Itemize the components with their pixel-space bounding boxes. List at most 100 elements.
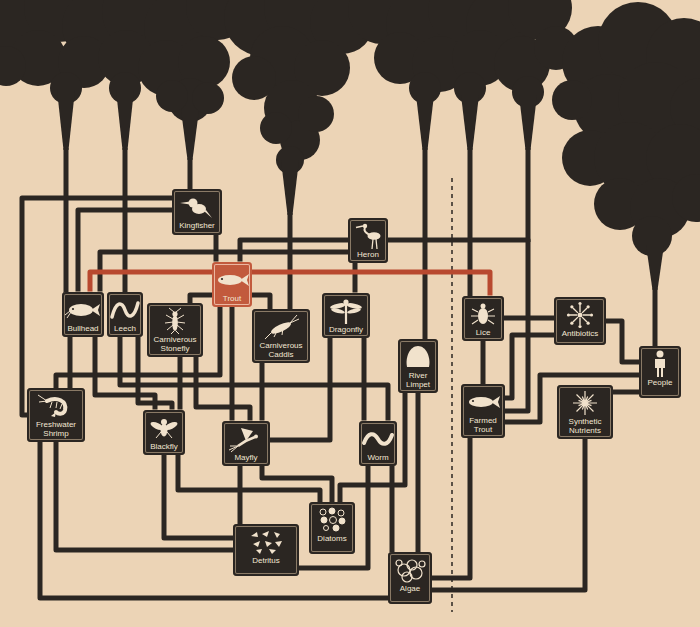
food-link — [56, 442, 233, 550]
food-web-box: Detritus — [233, 524, 299, 576]
food-web-box: People — [639, 346, 681, 398]
species-icon — [326, 297, 366, 325]
species-icon — [177, 193, 217, 221]
icon-shape — [251, 531, 282, 554]
icon-shape — [265, 315, 299, 339]
species-icon — [463, 388, 503, 416]
tree-canopy — [156, 80, 188, 112]
food-web-box: Mayfly — [222, 421, 270, 466]
icon-group — [407, 346, 430, 367]
species-icon — [212, 266, 252, 294]
icon-group — [218, 274, 249, 286]
icon-shape — [51, 412, 56, 417]
species-label: River Limpet — [398, 371, 438, 389]
food-web-box: Synthetic Nutrients — [557, 385, 613, 439]
icon-shape — [321, 517, 327, 523]
tree-canopy — [672, 174, 700, 222]
food-web-box: Worm — [359, 421, 397, 466]
tree-trunk — [57, 90, 75, 150]
icon-shape — [320, 509, 326, 515]
tree-trunk — [461, 95, 479, 150]
icon-group — [149, 419, 178, 438]
tree-root-line — [288, 213, 293, 314]
species-label: Synthetic Nutrients — [557, 417, 613, 435]
icon-group — [251, 531, 282, 554]
food-link — [481, 341, 486, 385]
species-label: Antibiotics — [554, 329, 606, 338]
icon-shape — [172, 315, 178, 331]
food-link — [390, 466, 395, 553]
food-link — [190, 295, 212, 303]
icon-shape — [338, 510, 344, 516]
icon-shape — [570, 322, 573, 325]
icon-shape — [218, 275, 242, 285]
species-label: Trout — [212, 294, 252, 303]
species-icon — [565, 389, 605, 417]
food-web-box: Heron — [348, 218, 388, 263]
food-web-box: Antibiotics — [554, 297, 606, 345]
icon-group — [573, 391, 597, 415]
species-icon — [640, 350, 680, 378]
icon-group — [229, 428, 258, 452]
food-link — [432, 438, 470, 578]
food-link — [238, 466, 243, 525]
tree-trunk — [281, 160, 299, 215]
food-link — [362, 338, 367, 421]
species-label: Dragonfly — [322, 325, 370, 334]
icon-shape — [69, 304, 93, 316]
food-web-box: River Limpet — [398, 339, 438, 393]
food-link — [613, 390, 639, 395]
icon-shape — [570, 305, 573, 308]
tree-trunk — [116, 90, 134, 150]
icon-shape — [333, 525, 339, 531]
food-link — [178, 357, 183, 410]
icon-group — [330, 299, 363, 324]
icon-shape — [567, 313, 570, 316]
icon-shape — [491, 396, 500, 408]
species-label: Algae — [388, 584, 432, 593]
icon-shape — [270, 320, 293, 336]
tree-root-line — [64, 148, 69, 296]
species-icon — [246, 528, 286, 556]
tree-trunk — [181, 110, 199, 160]
species-label: Worm — [359, 453, 397, 462]
icon-shape — [91, 304, 100, 316]
species-icon — [312, 506, 352, 534]
species-label: Blackfly — [143, 442, 185, 451]
food-web-box: Kingfisher — [172, 189, 222, 235]
species-label: Leech — [107, 324, 143, 333]
icon-shape — [339, 518, 345, 524]
icon-group — [38, 395, 65, 417]
species-icon — [398, 343, 438, 371]
species-label: Farmed Trout — [461, 416, 505, 434]
icon-group — [567, 302, 593, 328]
food-link — [230, 307, 235, 421]
tree-trunks — [57, 90, 664, 290]
tree-canopy — [260, 112, 292, 144]
icon-shape — [254, 434, 258, 438]
food-link — [90, 272, 212, 292]
icon-group — [396, 560, 425, 582]
icon-shape — [38, 395, 62, 409]
food-web-box: Algae — [388, 552, 432, 604]
food-link — [40, 442, 388, 598]
icon-group — [471, 303, 495, 324]
icon-group — [112, 303, 138, 317]
species-icon — [155, 307, 195, 335]
species-icon — [36, 392, 76, 420]
icon-group — [364, 434, 392, 444]
tree-canopy — [192, 82, 224, 114]
species-icon — [144, 414, 184, 442]
food-web-box: Trout — [212, 262, 252, 307]
icon-group — [265, 315, 299, 339]
food-web-box: Lice — [462, 296, 504, 341]
food-web-box: Diatoms — [309, 502, 355, 554]
icon-shape — [172, 311, 177, 316]
icon-shape — [161, 419, 167, 425]
species-icon — [261, 313, 301, 341]
species-icon — [560, 301, 600, 329]
food-link — [252, 272, 490, 296]
species-icon — [358, 425, 398, 453]
icon-group — [655, 351, 665, 378]
